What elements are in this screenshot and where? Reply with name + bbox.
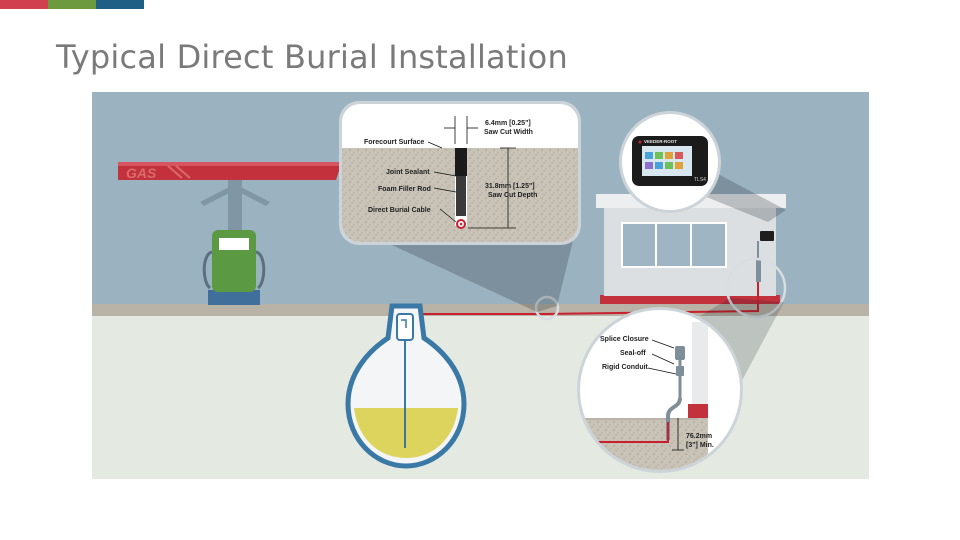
splice-closure-label: Splice Closure xyxy=(600,336,649,343)
fuel-dispenser-icon xyxy=(202,230,266,305)
canopy-sign-text: GAS xyxy=(126,165,157,181)
console-zoom-cone xyxy=(704,174,786,222)
installation-diagram: GAS xyxy=(92,92,869,479)
forecourt-surface-label: Forecourt Surface xyxy=(364,139,424,146)
saw-cut-depth-value: 31.8mm [1.25"] xyxy=(485,183,535,190)
saw-cut-depth-label: Saw Cut Depth xyxy=(488,192,537,199)
accent-blue xyxy=(96,0,144,9)
slide-title: Typical Direct Burial Installation xyxy=(56,38,568,76)
seal-off-label: Seal-off xyxy=(620,350,646,357)
conduit-detail: Splice Closure Seal-off Rigid Conduit 76… xyxy=(577,307,743,473)
console-model: TLS4 xyxy=(694,177,706,183)
foam-filler-rod-label: Foam Filler Rod xyxy=(378,186,431,193)
joint-sealant-label: Joint Sealant xyxy=(386,169,430,176)
gas-canopy-icon: GAS xyxy=(118,162,342,305)
console-detail: VEEDER-ROOT TLS4 xyxy=(619,111,721,213)
minimum-depth-label: [3"] Min. xyxy=(686,442,714,449)
fuel-tank-icon xyxy=(345,303,467,469)
accent-green xyxy=(48,0,96,9)
saw-cut-width-value: 6.4mm [0.25"] xyxy=(485,120,531,127)
conduit-locator-ring xyxy=(725,257,787,319)
accent-bar xyxy=(0,0,144,9)
saw-cut-width-label: Saw Cut Width xyxy=(484,129,533,136)
saw-cut-detail: Forecourt Surface Joint Sealant Foam Fil… xyxy=(339,101,581,245)
direct-burial-cable-label: Direct Burial Cable xyxy=(368,207,431,214)
rigid-conduit-label: Rigid Conduit xyxy=(602,364,649,371)
saw-cut-locator-ring xyxy=(534,295,560,321)
console-brand: VEEDER-ROOT xyxy=(644,139,677,144)
console-tablet-icon: VEEDER-ROOT TLS4 xyxy=(632,136,708,186)
installation-illustration: GAS xyxy=(92,92,869,479)
minimum-depth-value: 76.2mm xyxy=(686,433,712,440)
accent-red xyxy=(0,0,48,9)
